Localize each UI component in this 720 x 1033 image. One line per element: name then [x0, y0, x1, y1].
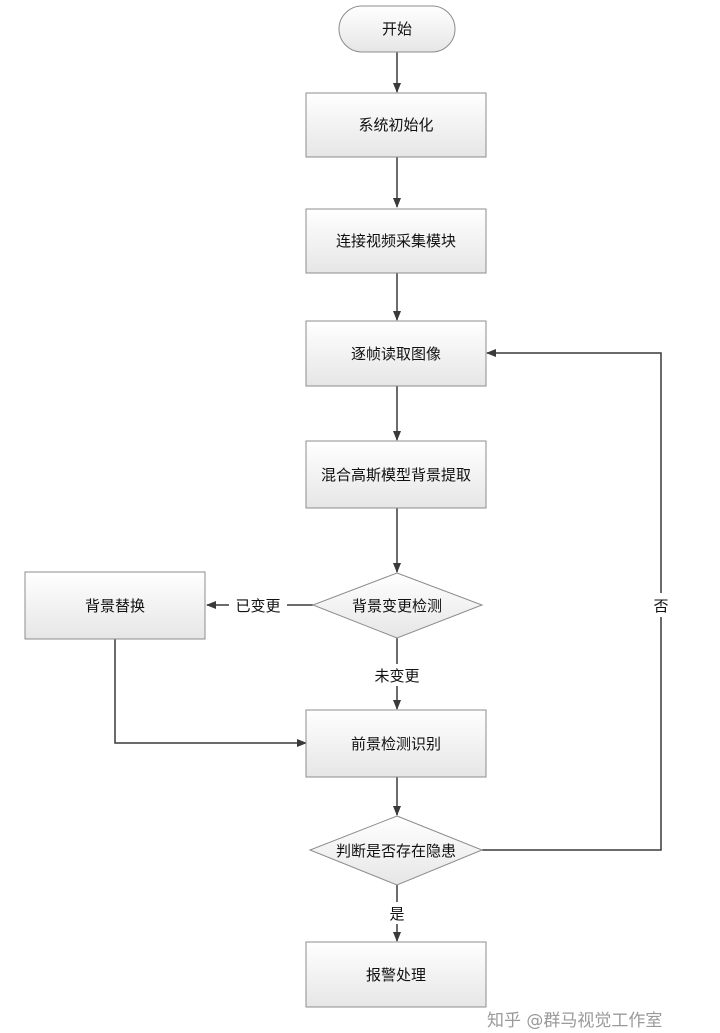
node-hazard-label: 判断是否存在隐患	[336, 842, 456, 860]
node-start-label: 开始	[382, 20, 412, 38]
edge-label-unchanged: 未变更	[374, 667, 419, 685]
edge-label-changed: 已变更	[235, 597, 280, 615]
node-connect-label: 连接视频采集模块	[336, 232, 456, 250]
node-fg-detect-label: 前景检测识别	[351, 735, 441, 753]
node-connect	[305, 208, 487, 274]
node-bg-detect-label: 背景变更检测	[352, 597, 442, 615]
node-fg-detect	[305, 709, 487, 778]
node-bg-detect	[311, 572, 484, 639]
node-alarm-label: 报警处理	[366, 966, 426, 984]
node-init-label: 系统初始化	[358, 116, 433, 134]
watermark: 知乎 @群马视觉工作室	[487, 1011, 663, 1031]
node-hazard	[308, 815, 484, 886]
edge-hazard-read-loop	[482, 349, 662, 851]
node-read	[305, 320, 487, 387]
node-init	[305, 92, 487, 158]
node-bg-replace-label: 背景替换	[85, 597, 145, 615]
node-extract	[305, 440, 487, 509]
edge-label-no: 否	[653, 597, 668, 615]
node-extract-label: 混合高斯模型背景提取	[321, 466, 471, 484]
edge-label-yes: 是	[389, 905, 404, 923]
edge-bgreplace-fgdetect	[114, 639, 307, 747]
node-read-label: 逐帧读取图像	[351, 345, 441, 363]
node-start	[338, 5, 456, 53]
node-bg-replace	[24, 571, 206, 640]
node-alarm	[305, 941, 487, 1008]
